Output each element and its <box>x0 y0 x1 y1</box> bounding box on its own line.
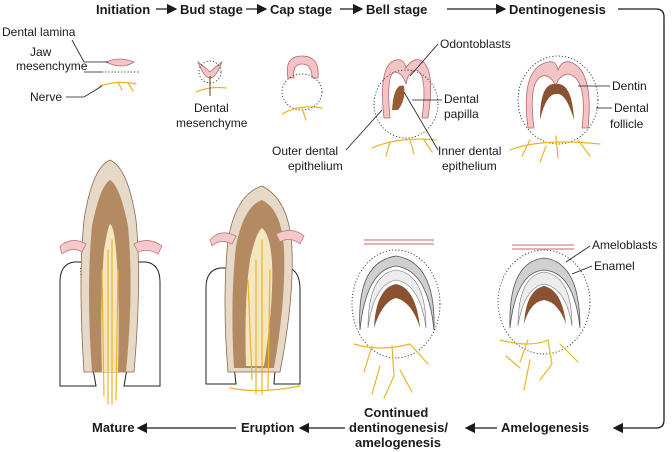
dentinogenesis-figure <box>509 55 601 163</box>
label-inner-epithelium-1: Inner dental <box>438 144 501 158</box>
arrow-loop-right <box>612 8 665 434</box>
stage-amelogenesis: Amelogenesis <box>501 420 589 435</box>
stage-initiation: Initiation <box>96 2 150 17</box>
label-ameloblasts: Ameloblasts <box>592 238 657 252</box>
amelogenesis-figure <box>497 244 591 391</box>
stage-eruption: Eruption <box>241 420 294 435</box>
label-dental-papilla-2: papilla <box>444 107 479 121</box>
label-dental-follicle-1: Dental <box>614 101 649 115</box>
stage-bud: Bud stage <box>180 2 243 17</box>
continued-figure <box>351 239 441 399</box>
stage-mature: Mature <box>92 420 135 435</box>
eruption-figure <box>205 185 305 395</box>
bud-figure <box>195 60 227 93</box>
label-nerve: Nerve <box>30 90 62 104</box>
label-dental-mesenchyme-2: mesenchyme <box>176 116 248 130</box>
stage-continued-line3: amelogenesis <box>355 435 441 450</box>
stage-continued-line2: dentinogenesis/ <box>349 420 448 435</box>
label-outer-epithelium-2: epithelium <box>288 159 343 173</box>
label-dental-mesenchyme-1: Dental <box>194 101 229 115</box>
label-dentin: Dentin <box>612 79 647 93</box>
initiation-figure <box>99 58 140 92</box>
label-dental-lamina: Dental lamina <box>2 25 76 39</box>
label-dental-papilla-1: Dental <box>444 92 479 106</box>
bell-figure <box>371 59 439 157</box>
label-enamel: Enamel <box>594 259 635 273</box>
stage-bell: Bell stage <box>366 2 427 17</box>
label-inner-epithelium-2: epithelium <box>442 159 497 173</box>
label-dental-follicle-2: follicle <box>610 117 644 131</box>
label-jaw: Jaw <box>30 45 52 59</box>
cap-figure <box>281 55 323 121</box>
stage-continued-line1: Continued <box>364 405 428 420</box>
label-odontoblasts: Odontoblasts <box>440 37 511 51</box>
mature-figure <box>59 159 163 405</box>
label-outer-epithelium-1: Outer dental <box>272 144 338 158</box>
stage-dentinogenesis: Dentinogenesis <box>509 2 606 17</box>
stage-cap: Cap stage <box>270 2 332 17</box>
label-jaw-mesenchyme: mesenchyme <box>16 59 88 73</box>
